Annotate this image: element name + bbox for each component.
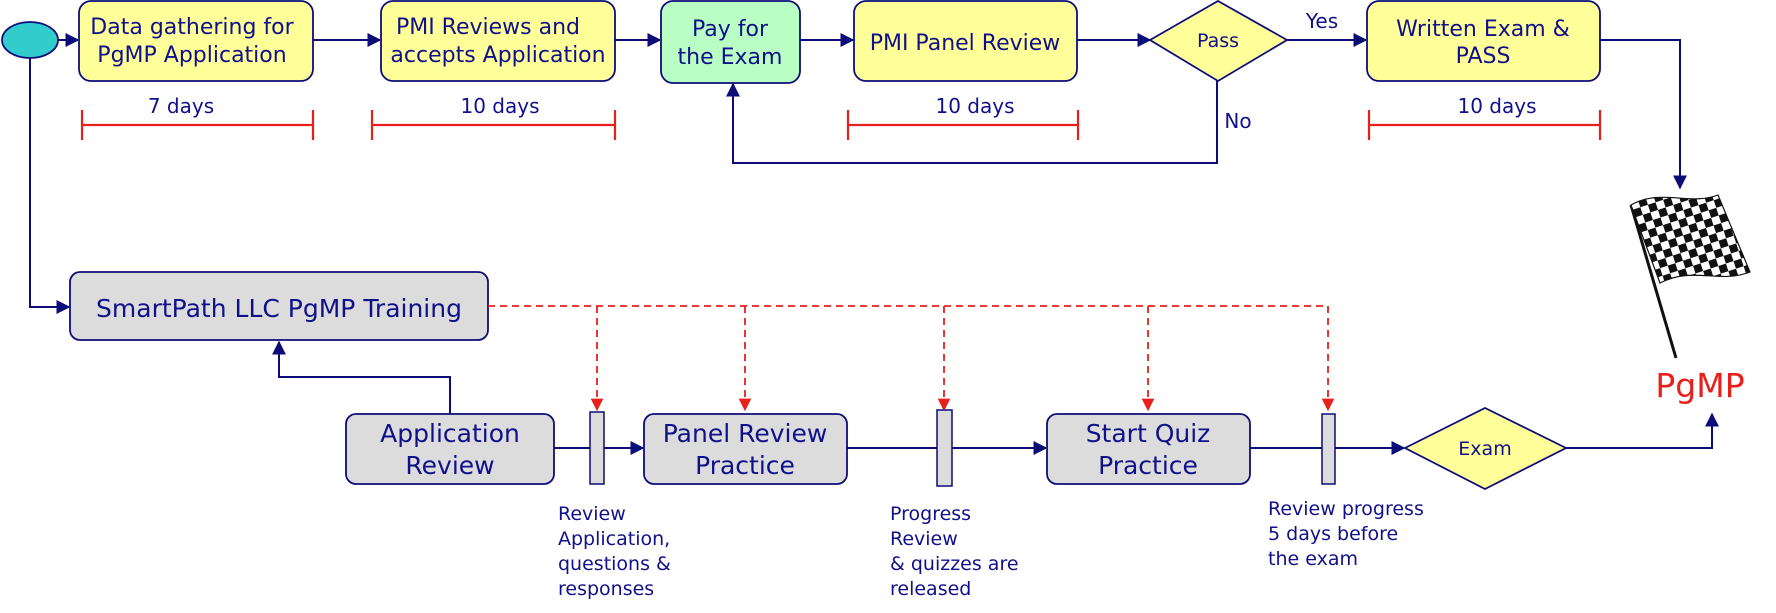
note2-line2: Review (890, 528, 958, 550)
step-pay-exam-box (660, 0, 801, 84)
step-data-gathering-line2: PgMP Application (97, 43, 286, 68)
exam-label: Exam (1458, 438, 1511, 460)
checkered-flag-icon (1629, 194, 1751, 359)
decision-pass-diamond (1148, 0, 1289, 83)
step-panel-review-box (853, 0, 1078, 82)
note-progress-review: Progress Review & quizzes are released (890, 503, 1019, 600)
step-data-gathering-box (78, 0, 314, 82)
note1-line4: responses (558, 578, 654, 600)
step-pmi-reviews-line2: accepts Application (390, 43, 605, 68)
note-review-application: Review Application, questions & response… (558, 503, 671, 600)
duration-label-2: 10 days (460, 94, 539, 118)
duration-bracket-1: 7 days (80, 94, 315, 140)
step-pmi-reviews-line1: PMI Reviews and (396, 15, 580, 40)
step-pmi-reviews-box (380, 0, 616, 82)
pgmp-goal-label: PgMP (1655, 366, 1744, 405)
note1-line3: questions & (558, 553, 671, 575)
step-written-exam-line1: Written Exam & (1396, 17, 1570, 42)
connector-start-training (29, 58, 71, 314)
panel-review-practice-line1: Panel Review (663, 419, 828, 448)
connector-decision-no-loop (726, 80, 1218, 164)
duration-bracket-3: 10 days (846, 94, 1080, 140)
note3-line1: Review progress (1268, 498, 1424, 520)
note2-line1: Progress (890, 503, 971, 525)
duration-bracket-4: 10 days (1367, 94, 1602, 140)
step-pay-exam-line2: the Exam (678, 45, 783, 70)
note1-line1: Review (558, 503, 626, 525)
sync-bar-3 (1321, 413, 1336, 485)
note3-line3: the exam (1268, 548, 1358, 570)
duration-label-4: 10 days (1457, 94, 1536, 118)
step-pay-exam-line1: Pay for (692, 17, 769, 42)
application-review-line1: Application (380, 419, 520, 448)
note2-line3: & quizzes are (890, 553, 1019, 575)
note3-line2: 5 days before (1268, 523, 1398, 545)
note2-line4: released (890, 578, 971, 600)
panel-review-practice-line2: Practice (695, 451, 795, 480)
note1-line2: Application, (558, 528, 670, 550)
step-data-gathering-line1: Data gathering for (90, 15, 294, 40)
duration-bracket-2: 10 days (370, 94, 617, 140)
step-written-exam-line2: PASS (1456, 44, 1511, 69)
application-review-line2: Review (405, 451, 494, 480)
decision-yes-label: Yes (1305, 9, 1338, 33)
sync-bar-2 (936, 409, 953, 487)
start-quiz-practice-line1: Start Quiz (1086, 419, 1211, 448)
start-quiz-practice-line2: Practice (1098, 451, 1198, 480)
connector-step5-flag (1600, 39, 1687, 190)
decision-pass-label: Pass (1197, 30, 1239, 52)
training-label: SmartPath LLC PgMP Training (96, 294, 462, 323)
decision-no-label: No (1224, 109, 1251, 133)
connector-appreview-training (272, 340, 451, 414)
step-panel-review-label: PMI Panel Review (870, 31, 1061, 56)
step-written-exam-box (1366, 0, 1601, 82)
duration-label-1: 7 days (148, 94, 214, 118)
connector-exam-pgmp (1566, 412, 1719, 449)
duration-label-3: 10 days (935, 94, 1014, 118)
start-node (1, 21, 59, 59)
note-review-progress: Review progress 5 days before the exam (1268, 498, 1424, 570)
sync-bar-1 (589, 411, 605, 485)
